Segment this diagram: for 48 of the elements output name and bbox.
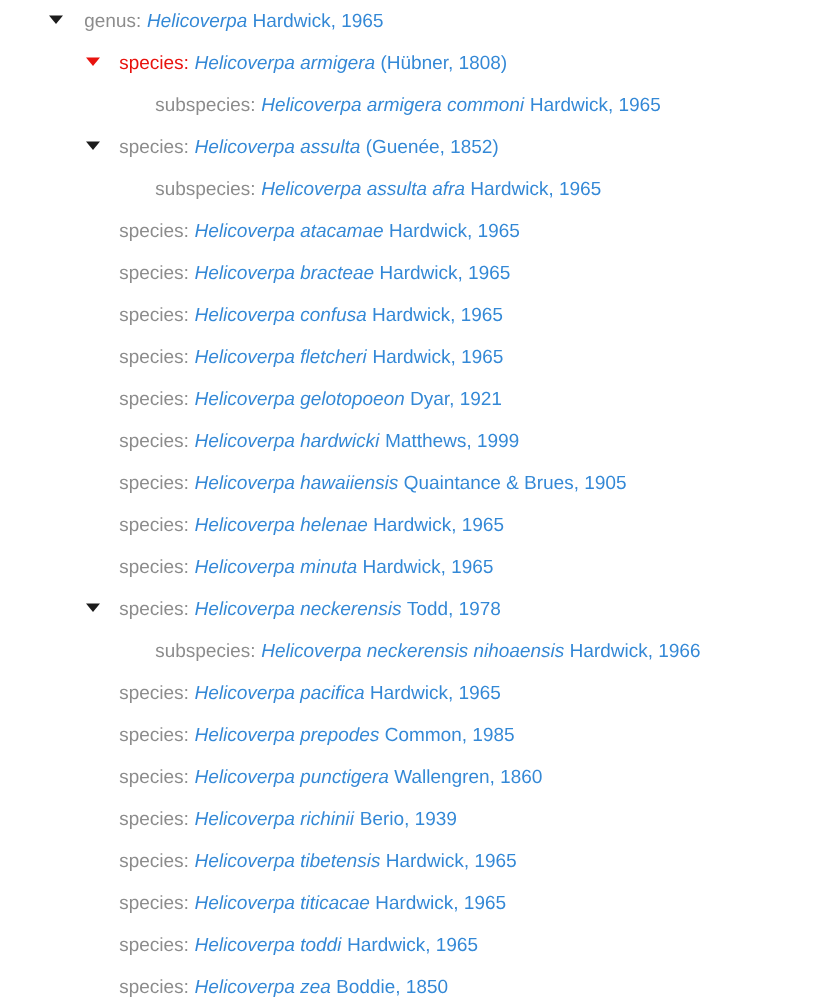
rank-label: subspecies: [155,643,254,661]
taxon-name: Helicoverpa minuta Hardwick, 1965 [195,559,493,577]
rank-label: species: [119,391,188,409]
taxon-name: Helicoverpa assulta (Guenée, 1852) [195,139,498,157]
rank-label: species: [119,265,188,283]
rank-label: species: [119,475,188,493]
rank-label: species: [119,937,188,955]
taxon-name: Helicoverpa atacamae Hardwick, 1965 [195,223,520,241]
taxon-name: Helicoverpa Hardwick, 1965 [147,13,383,31]
rank-label: genus: [85,16,140,31]
taxon-name: Helicoverpa richinii Berio, 1939 [195,811,456,829]
taxon-name: Helicoverpa tibetensis Hardwick, 1965 [195,853,516,871]
taxon-name: Helicoverpa prepodes Common, 1985 [195,727,514,745]
rank-label: species: [119,559,188,577]
taxon-name: Helicoverpa hawaiiensis Quaintance & Brues, 1905 [195,475,626,493]
rank-label: species: [119,979,188,997]
rank-label: species: [119,433,188,451]
rank-label: species: [119,307,188,325]
rank-label: species: [119,223,188,241]
rank-label: species: [119,811,188,829]
taxon-name: Helicoverpa neckerensis Todd, 1978 [195,601,501,619]
taxon-name: Helicoverpa armigera commoni Hardwick, 1965 [261,97,660,115]
taxon-name: Helicoverpa bracteae Hardwick, 1965 [195,265,510,283]
rank-label: species: [119,685,188,703]
taxon-name: Helicoverpa pacifica Hardwick, 1965 [195,685,500,703]
taxon-name: Helicoverpa fletcheri Hardwick, 1965 [195,349,503,367]
taxon-name: Helicoverpa helenae Hardwick, 1965 [195,517,504,535]
rank-label: species: [119,139,188,157]
rank-label: species: [119,517,188,535]
taxon-name: Helicoverpa armigera (Hübner, 1808) [195,55,506,73]
taxon-name: Helicoverpa punctigera Wallengren, 1860 [195,769,542,787]
taxon-name: Helicoverpa titicacae Hardwick, 1965 [195,895,506,913]
rank-label: species: [119,769,188,787]
taxon-name: Helicoverpa toddi Hardwick, 1965 [195,937,478,955]
taxon-name: Helicoverpa zea Boddie, 1850 [195,979,448,997]
rank-label: species: [119,55,188,73]
taxon-name: Helicoverpa neckerensis nihoaensis Hardwick, 1966 [261,643,700,661]
rank-label: species: [119,895,188,913]
rank-label: species: [119,853,188,871]
rank-label: species: [119,727,188,745]
taxon-name: Helicoverpa hardwicki Matthews, 1999 [195,433,519,451]
rank-label: subspecies: [155,97,254,115]
taxon-name: Helicoverpa gelotopoeon Dyar, 1921 [195,391,501,409]
rank-label: species: [119,349,188,367]
rank-label: species: [119,601,188,619]
taxon-name: Helicoverpa confusa Hardwick, 1965 [195,307,503,325]
taxon-name: Helicoverpa assulta afra Hardwick, 1965 [261,181,601,199]
rank-label: subspecies: [155,181,254,199]
